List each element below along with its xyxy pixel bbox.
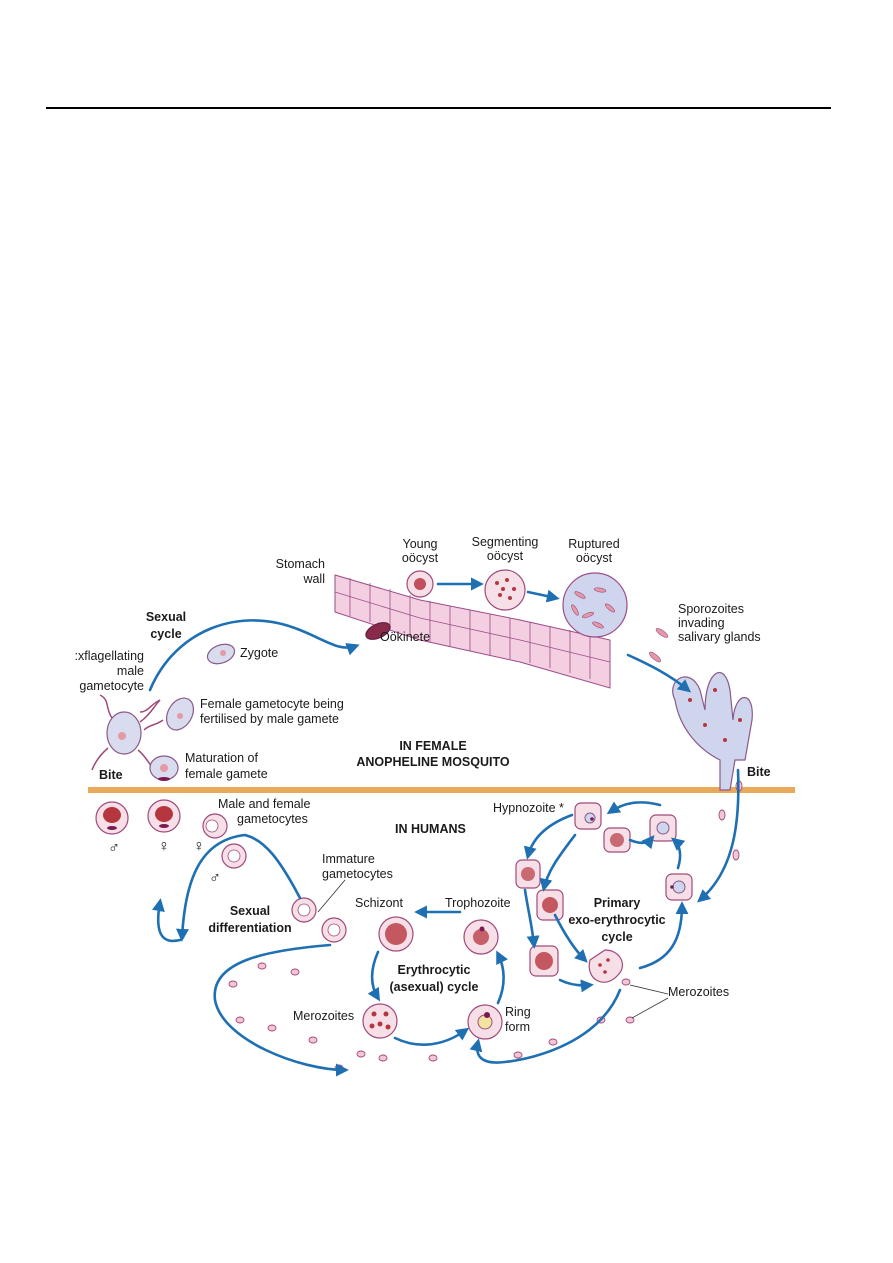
sporozoites [649,628,669,663]
female-symbol-2: ♀ [193,838,205,855]
trophozoite [463,919,499,955]
exo-erythrocytic-cells [515,802,693,983]
leader-lines [317,879,669,1019]
salivary-glands [672,671,753,791]
male-gametocyte-in-blood [95,801,129,835]
merozoites-rupture [362,1003,398,1039]
merozoites-left-label: Merozoites [293,1009,354,1023]
ruptured-oocyst [562,572,628,638]
hypnozoite-label: Hypnozoite * [493,801,564,815]
schizont-label: Schizont [355,896,403,910]
host-divider [88,787,795,793]
ookinete-label: Oökinete [380,630,430,644]
female-symbol-1: ♀ [158,838,170,855]
trophozoite-label: Trophozoite [445,896,511,910]
cycle-arrows [148,577,740,1077]
bite-left-label: Bite [99,768,123,782]
female-gametocyte-fertilised [139,697,195,731]
merozoites-right-label: Merozoites [668,985,729,999]
zygote [206,643,236,665]
ookinete [365,622,391,640]
header-rule [46,107,831,109]
in-humans-label: IN HUMANS [395,822,466,836]
stomach-wall-tissue [334,574,611,689]
bite-right-label: Bite [747,765,771,779]
maturing-female-gamete [149,755,179,781]
immature-gametocytes [291,897,347,943]
zygote-label: Zygote [240,646,278,660]
female-gametocyte-in-blood [147,799,181,833]
scattered-merozoites [228,780,743,1072]
male-symbol: ♂ [108,840,120,857]
male-symbol-2: ♂ [209,870,221,887]
young-oocyst [406,570,434,598]
ring-form [467,1004,503,1040]
erythrocytic-cycle-label: Erythrocytic(asexual) cycle [390,963,479,994]
segmenting-oocyst [484,569,526,611]
male-female-gametocytes [202,813,247,869]
schizont [378,916,414,952]
exflagellating-gametocyte [91,694,161,773]
